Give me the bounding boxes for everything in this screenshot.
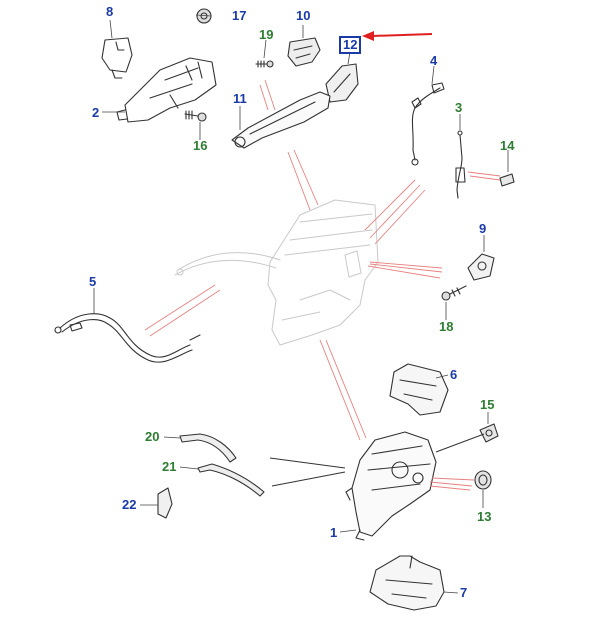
part-7-drawing — [369, 555, 445, 611]
part-9-drawing — [467, 253, 495, 281]
part-number-10[interactable]: 10 — [296, 8, 311, 23]
part-4-drawing — [411, 82, 445, 166]
part-13-drawing — [474, 470, 492, 490]
part-number-2[interactable]: 2 — [92, 105, 100, 120]
number-callout-ticks — [93, 14, 509, 594]
part-number-9[interactable]: 9 — [479, 221, 487, 236]
part-16-drawing — [184, 110, 207, 122]
part-15-drawing — [479, 423, 499, 443]
part-12-drawing — [325, 63, 359, 103]
highlight-arrow — [362, 31, 433, 41]
assembly-leader-lines — [144, 79, 501, 491]
part-number-1[interactable]: 1 — [330, 525, 338, 540]
part-20-drawing — [179, 433, 237, 463]
part-3-drawing — [455, 130, 466, 199]
part-number-14[interactable]: 14 — [500, 138, 515, 153]
part-number-11[interactable]: 11 — [233, 91, 247, 106]
part-11-drawing — [231, 91, 331, 149]
part-22-drawing — [157, 487, 173, 519]
part-number-21[interactable]: 21 — [162, 459, 177, 474]
part-18-drawing — [441, 285, 467, 301]
part-number-7[interactable]: 7 — [460, 585, 468, 600]
part-number-6[interactable]: 6 — [450, 367, 458, 382]
part-number-5[interactable]: 5 — [89, 274, 97, 289]
part-number-17[interactable]: 17 — [232, 8, 247, 23]
door-assembly-ghost — [174, 199, 379, 346]
part-2-drawing — [116, 57, 217, 123]
part-number-3[interactable]: 3 — [455, 100, 463, 115]
part-14-drawing — [499, 173, 515, 187]
part-6-drawing — [389, 363, 449, 416]
part-number-4[interactable]: 4 — [430, 53, 438, 68]
part-21-drawing — [197, 463, 265, 497]
part-number-8[interactable]: 8 — [106, 4, 114, 19]
part-number-15[interactable]: 15 — [480, 397, 495, 412]
part-number-19[interactable]: 19 — [259, 27, 274, 42]
part-5-drawing — [54, 313, 201, 363]
part-10-drawing — [287, 37, 321, 67]
part-number-18[interactable]: 18 — [439, 319, 454, 334]
part-number-12-highlighted[interactable]: 12 — [339, 36, 362, 54]
part-number-16[interactable]: 16 — [193, 138, 208, 153]
part-1-drawing — [345, 431, 437, 541]
part-number-22[interactable]: 22 — [122, 497, 137, 512]
part-8-drawing — [101, 37, 133, 79]
part-number-13[interactable]: 13 — [477, 509, 492, 524]
part-number-20[interactable]: 20 — [145, 429, 160, 444]
part-17-drawing — [196, 8, 212, 24]
part-19-drawing — [255, 60, 274, 68]
part-20-21-leader-lines — [269, 433, 485, 487]
